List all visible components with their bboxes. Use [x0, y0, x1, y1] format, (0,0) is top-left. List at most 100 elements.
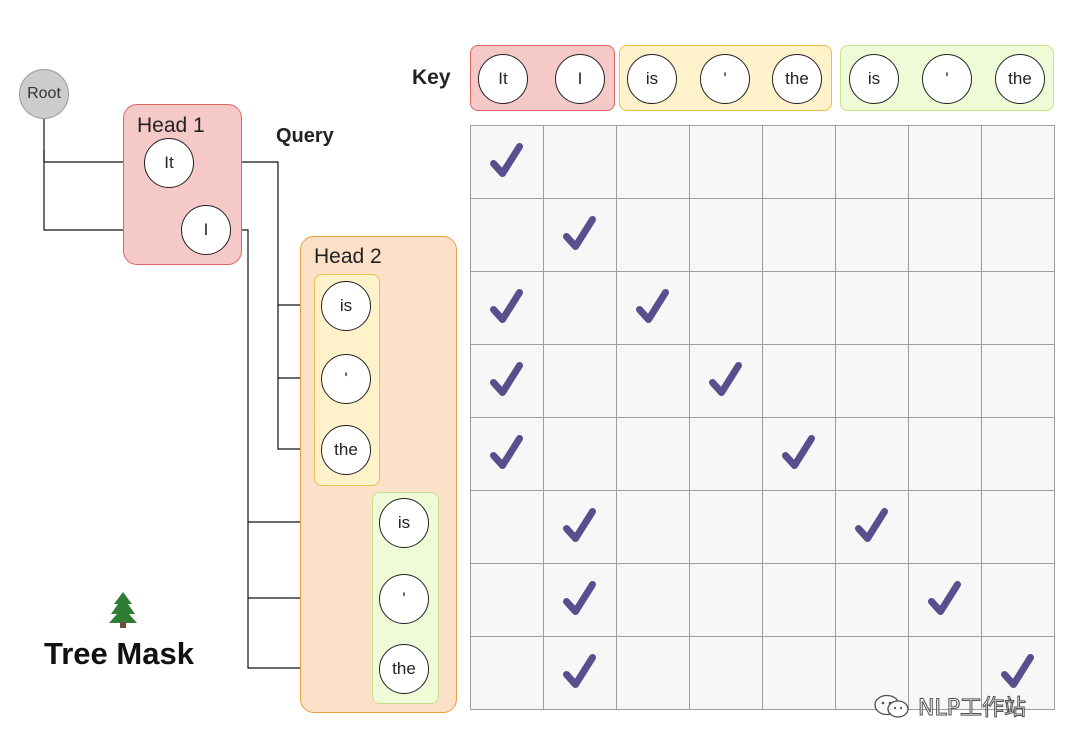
- key-node-5: is: [849, 54, 899, 104]
- matrix-cell: [762, 344, 836, 418]
- key-node-6: ': [922, 54, 972, 104]
- tree-mask-title: Tree Mask: [44, 636, 194, 671]
- matrix-cell: [835, 636, 909, 710]
- head1-node-it-label: It: [164, 153, 174, 172]
- head1-title: Head 1: [137, 114, 205, 137]
- key-node-1: I: [555, 54, 605, 104]
- matrix-cell: [835, 125, 909, 199]
- check-mark-icon: [855, 508, 888, 542]
- check-mark-icon: [563, 654, 596, 688]
- head2-g2-node-the-label: the: [392, 659, 416, 678]
- matrix-cell: [616, 125, 690, 199]
- watermark-text: NLP工作站: [918, 696, 1027, 722]
- check-mark-icon: [563, 508, 596, 542]
- matrix-cell: [762, 198, 836, 272]
- key-node-0-label: It: [498, 69, 508, 88]
- head2-g1-node-the: the: [321, 425, 371, 475]
- matrix-cell: [981, 417, 1055, 491]
- matrix-cell: [543, 125, 617, 199]
- head2-g1-node-is: is: [321, 281, 371, 331]
- matrix-cell: [616, 563, 690, 637]
- matrix-cell: [981, 198, 1055, 272]
- tree-mask-matrix: [470, 125, 1055, 710]
- head2-g1-node-the-label: the: [334, 440, 358, 459]
- matrix-cell: [981, 490, 1055, 564]
- query-label: Query: [276, 125, 334, 147]
- key-node-3: ': [700, 54, 750, 104]
- key-node-7: the: [995, 54, 1045, 104]
- matrix-cell: [908, 125, 982, 199]
- key-node-6-label: ': [945, 69, 949, 88]
- matrix-cell: [835, 563, 909, 637]
- head2-g2-node-apostrophe-label: ': [402, 589, 406, 608]
- matrix-cell: [762, 490, 836, 564]
- check-mark-icon: [1001, 654, 1034, 688]
- matrix-cell: [689, 636, 763, 710]
- matrix-cell: [470, 636, 544, 710]
- matrix-cell: [616, 344, 690, 418]
- matrix-cell: [470, 198, 544, 272]
- key-node-0: It: [478, 54, 528, 104]
- matrix-cell: [835, 271, 909, 345]
- head2-g2-node-apostrophe: ': [379, 574, 429, 624]
- key-node-7-label: the: [1008, 69, 1032, 88]
- wechat-icon: [874, 694, 909, 718]
- matrix-cell: [616, 417, 690, 491]
- matrix-cell: [689, 271, 763, 345]
- check-mark-icon: [709, 362, 742, 396]
- head2-g1-node-apostrophe-label: ': [344, 369, 348, 388]
- matrix-cell: [835, 344, 909, 418]
- matrix-cell: [543, 417, 617, 491]
- head1-node-i: I: [181, 205, 231, 255]
- matrix-cell: [689, 198, 763, 272]
- key-node-1-label: I: [577, 69, 583, 88]
- head2-g1-node-is-label: is: [339, 296, 353, 315]
- root-node: Root: [19, 69, 69, 119]
- key-node-3-label: ': [723, 69, 727, 88]
- matrix-cell: [762, 563, 836, 637]
- matrix-cell: [689, 125, 763, 199]
- head2-g2-node-is: is: [379, 498, 429, 548]
- matrix-cell: [908, 417, 982, 491]
- check-mark-icon: [636, 289, 669, 323]
- head2-g2-node-the: the: [379, 644, 429, 694]
- check-mark-icon: [490, 143, 523, 177]
- matrix-cell: [543, 344, 617, 418]
- check-mark-icon: [490, 289, 523, 323]
- head1-node-it: It: [144, 138, 194, 188]
- key-node-5-label: is: [867, 69, 881, 88]
- key-label: Key: [412, 66, 451, 89]
- check-mark-icon: [782, 435, 815, 469]
- matrix-cell: [689, 417, 763, 491]
- tree-icon: [108, 590, 138, 628]
- matrix-cell: [470, 490, 544, 564]
- matrix-cell: [981, 271, 1055, 345]
- matrix-cell: [689, 490, 763, 564]
- head1-node-i-label: I: [203, 220, 209, 239]
- matrix-cell: [981, 563, 1055, 637]
- matrix-cell: [908, 636, 982, 710]
- matrix-cell: [908, 271, 982, 345]
- check-mark-icon: [490, 362, 523, 396]
- root-label: Root: [27, 85, 61, 102]
- check-mark-icon: [563, 216, 596, 250]
- matrix-cell: [835, 198, 909, 272]
- head2-g1-node-apostrophe: ': [321, 354, 371, 404]
- key-node-4: the: [772, 54, 822, 104]
- watermark: NLP工作站: [872, 690, 1026, 722]
- head2-title: Head 2: [314, 245, 382, 268]
- matrix-cell: [616, 198, 690, 272]
- matrix-cell: [762, 636, 836, 710]
- head2-g2-node-is-label: is: [397, 513, 411, 532]
- matrix-cell: [689, 563, 763, 637]
- matrix-cell: [616, 490, 690, 564]
- matrix-svg: [470, 125, 1055, 710]
- matrix-cell: [981, 636, 1055, 710]
- matrix-cell: [762, 125, 836, 199]
- matrix-cell: [908, 344, 982, 418]
- matrix-cell: [908, 490, 982, 564]
- matrix-cell: [981, 125, 1055, 199]
- matrix-cell: [543, 271, 617, 345]
- key-node-4-label: the: [785, 69, 809, 88]
- matrix-cell: [908, 198, 982, 272]
